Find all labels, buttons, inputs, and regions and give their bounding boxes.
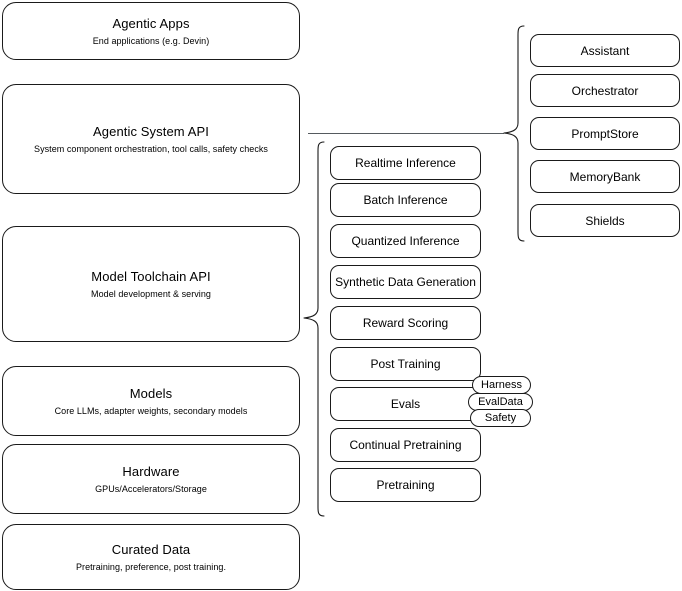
component-label: MemoryBank (569, 169, 641, 184)
layer-title: Hardware (122, 463, 180, 479)
layer-subtitle: End applications (e.g. Devin) (92, 35, 210, 46)
capability-box-batch-inference[interactable]: Batch Inference (330, 183, 481, 217)
component-box-promptstore[interactable]: PromptStore (530, 117, 680, 150)
capability-box-evals[interactable]: Evals (330, 387, 481, 421)
layer-title: Curated Data (111, 541, 191, 557)
brace-agentic-system-components (503, 25, 525, 242)
layer-title: Agentic Apps (112, 15, 190, 31)
capability-box-continual-pretraining[interactable]: Continual Pretraining (330, 428, 481, 462)
layer-subtitle: GPUs/Accelerators/Storage (95, 483, 207, 494)
layer-title: Agentic System API (93, 123, 209, 139)
capability-box-post-training[interactable]: Post Training (330, 347, 481, 381)
component-box-memorybank[interactable]: MemoryBank (530, 160, 680, 193)
component-label: Orchestrator (571, 83, 639, 98)
layer-title: Models (129, 385, 173, 401)
capability-box-realtime-inference[interactable]: Realtime Inference (330, 146, 481, 180)
capability-label: Continual Pretraining (349, 438, 462, 452)
component-box-assistant[interactable]: Assistant (530, 34, 680, 67)
layer-subtitle: Core LLMs, adapter weights, secondary mo… (54, 405, 248, 416)
capability-label: Quantized Inference (351, 234, 460, 248)
capability-label: Batch Inference (363, 193, 448, 207)
capability-box-quantized-inference[interactable]: Quantized Inference (330, 224, 481, 258)
brace-model-toolchain-capabilities (303, 141, 325, 517)
component-box-orchestrator[interactable]: Orchestrator (530, 74, 680, 107)
capability-box-pretraining[interactable]: Pretraining (330, 468, 481, 502)
capability-label: Pretraining (376, 478, 435, 492)
component-label: PromptStore (571, 126, 639, 141)
capability-label: Post Training (370, 357, 441, 371)
component-box-shields[interactable]: Shields (530, 204, 680, 237)
capability-box-synthetic-data-generation[interactable]: Synthetic Data Generation (330, 265, 481, 299)
eval-pill-safety[interactable]: Safety (470, 409, 531, 427)
layer-box-curated-data[interactable]: Curated Data Pretraining, preference, po… (2, 524, 300, 590)
capability-label: Synthetic Data Generation (335, 275, 476, 289)
layer-box-agentic-apps[interactable]: Agentic Apps End applications (e.g. Devi… (2, 2, 300, 60)
layer-box-hardware[interactable]: Hardware GPUs/Accelerators/Storage (2, 444, 300, 514)
layer-subtitle: Model development & serving (91, 288, 211, 299)
capability-box-reward-scoring[interactable]: Reward Scoring (330, 306, 481, 340)
connector-line-agentic-system-api (308, 133, 504, 134)
layer-title: Model Toolchain API (91, 268, 211, 284)
layer-subtitle: System component orchestration, tool cal… (34, 143, 268, 154)
component-label: Assistant (580, 43, 630, 58)
component-label: Shields (585, 213, 625, 228)
layer-box-models[interactable]: Models Core LLMs, adapter weights, secon… (2, 366, 300, 436)
capability-label: Realtime Inference (355, 156, 456, 170)
layer-box-model-toolchain-api[interactable]: Model Toolchain API Model development & … (2, 226, 300, 342)
capability-label: Evals (390, 397, 421, 411)
layer-box-agentic-system-api[interactable]: Agentic System API System component orch… (2, 84, 300, 194)
eval-pill-harness[interactable]: Harness (472, 376, 531, 394)
capability-label: Reward Scoring (362, 316, 449, 330)
layer-subtitle: Pretraining, preference, post training. (75, 561, 227, 572)
